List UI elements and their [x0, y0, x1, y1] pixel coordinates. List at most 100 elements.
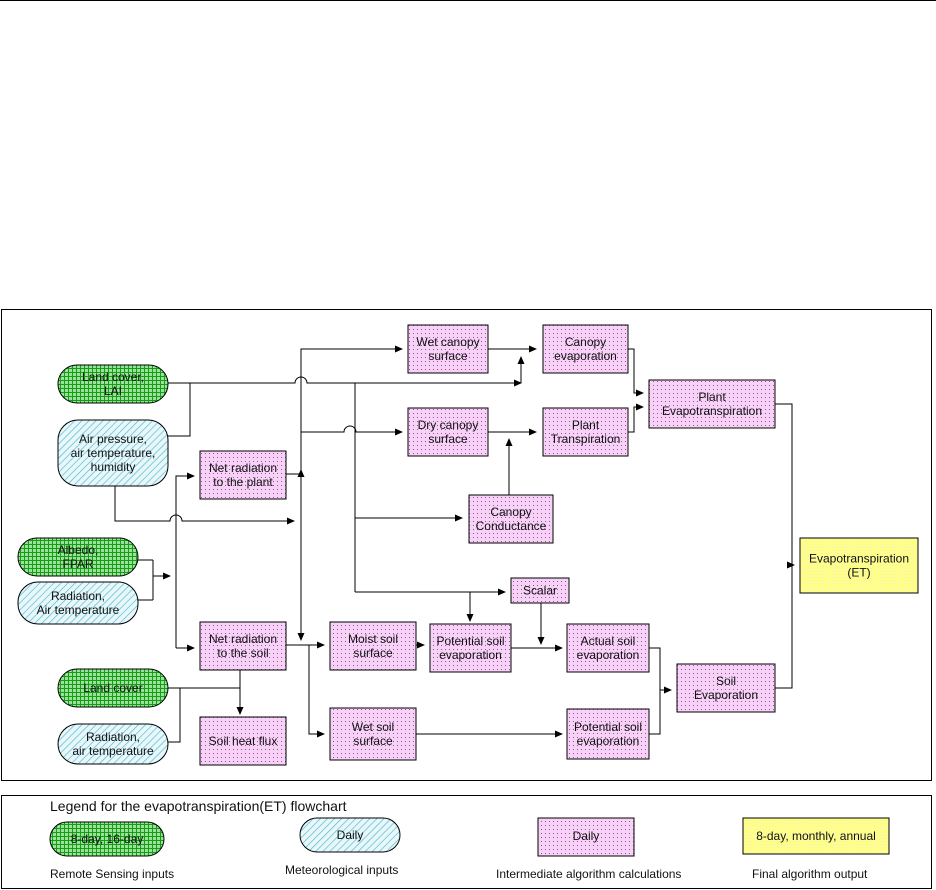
node-actual-soil-evap-label: Actual soil: [581, 634, 636, 648]
legend-sample-final-output-text: 8-day, monthly, annual: [756, 829, 876, 843]
node-dry-canopy-label: Dry canopy: [418, 418, 479, 432]
node-potential-soil-evap-upper-shape: [429, 623, 512, 673]
node-wet-canopy-label: surface: [428, 349, 468, 363]
node-land-cover-lai-label: LAI: [104, 384, 122, 398]
connectors: [114, 345, 795, 743]
legend-sample-intermediate: [537, 817, 635, 857]
legend-sample-meteorological-text: Daily: [337, 828, 364, 842]
node-soil-heat-flux-shape: [199, 716, 287, 766]
node-air-pressure-shape: [57, 419, 169, 487]
node-potential-soil-evap-upper-label: evaporation: [439, 648, 502, 662]
node-radiation-air-temp-lower-label: air temperature: [72, 744, 154, 758]
node-land-cover: Land cover: [57, 668, 169, 708]
node-plant-transpiration-shape: [542, 407, 629, 457]
legend-title: Legend for the evapotranspiration(ET) fl…: [50, 798, 347, 814]
node-albedo-label: FPAR: [62, 557, 93, 571]
node-radiation-air-temp-upper-label: Air temperature: [37, 603, 120, 617]
node-actual-soil-evap-label: evaporation: [577, 648, 640, 662]
node-radiation-air-temp-upper-label: Radiation,: [51, 589, 105, 603]
node-et-output-label: (ET): [847, 566, 870, 580]
node-et-output: Evapotranspiration(ET): [799, 537, 919, 594]
legend-caption-meteorological: Meteorological inputs: [285, 863, 398, 877]
node-wet-canopy-label: Wet canopy: [416, 335, 479, 349]
node-net-rad-plant-shape: [199, 450, 287, 500]
node-moist-soil-label: Moist soil: [348, 632, 398, 646]
node-soil-evap-label: Soil: [716, 674, 736, 688]
node-albedo-label: Albedo,: [58, 543, 99, 557]
node-canopy-conductance-shape: [468, 494, 554, 544]
node-plant-et-shape: [648, 379, 776, 429]
node-et-output-shape: [799, 537, 919, 594]
node-plant-et-label: Evapotranspiration: [662, 404, 762, 418]
node-canopy-conductance-label: Canopy: [490, 505, 531, 519]
node-air-pressure-label: air temperature,: [71, 446, 156, 460]
node-scalar: Scalar: [510, 577, 570, 604]
node-net-rad-plant-label: to the plant: [213, 475, 273, 489]
node-soil-evap-label: Evaporation: [694, 688, 758, 702]
node-albedo-shape: [17, 537, 139, 577]
node-wet-soil-label: surface: [353, 734, 393, 748]
node-air-pressure-label: humidity: [91, 460, 136, 474]
node-albedo: Albedo,FPAR: [17, 537, 139, 577]
node-potential-soil-evap-lower-label: evaporation: [577, 734, 640, 748]
node-moist-soil-shape: [329, 621, 417, 671]
node-wet-soil-label: Wet soil: [352, 720, 394, 734]
node-air-pressure: Air pressure,air temperature,humidity: [57, 419, 169, 487]
node-soil-heat-flux-label: Soil heat flux: [209, 734, 278, 748]
node-plant-transpiration-label: Transpiration: [551, 432, 621, 446]
node-net-rad-plant-label: Net radiation: [209, 461, 277, 475]
node-wet-canopy-shape: [407, 324, 489, 374]
legend-caption-intermediate: Intermediate algorithm calculations: [496, 867, 681, 881]
node-canopy-evap-shape: [542, 324, 629, 374]
node-land-cover-label: Land cover: [83, 681, 142, 695]
node-dry-canopy-label: surface: [428, 432, 468, 446]
node-soil-evap-shape: [676, 663, 776, 713]
node-scalar-shape: [510, 577, 570, 604]
node-net-rad-soil-shape: [199, 621, 287, 671]
node-actual-soil-evap-shape: [566, 623, 650, 673]
node-land-cover-lai-label: Land cover,: [82, 370, 144, 384]
node-net-rad-soil-label: Net radiation: [209, 632, 277, 646]
node-radiation-air-temp-lower-shape: [57, 723, 169, 765]
legend-sample-remote-sensing-text: 8-day, 16-day: [71, 832, 144, 846]
node-moist-soil-label: surface: [353, 646, 393, 660]
node-radiation-air-temp-upper-shape: [17, 581, 139, 625]
node-radiation-air-temp-lower: Radiation,air temperature: [57, 723, 169, 765]
legend-frame: [1, 795, 932, 889]
node-plant-et-label: Plant: [698, 390, 726, 404]
node-land-cover-shape: [57, 668, 169, 708]
legend-sample-meteorological: [299, 817, 401, 853]
node-dry-canopy-shape: [407, 407, 489, 457]
top-rule: [0, 0, 936, 1]
node-net-rad-soil-label: to the soil: [217, 646, 268, 660]
node-et-output-label: Evapotranspiration: [809, 552, 909, 566]
node-potential-soil-evap-lower-label: Potential soil: [574, 720, 642, 734]
node-radiation-air-temp-lower-label: Radiation,: [86, 730, 140, 744]
node-land-cover-lai-shape: [57, 364, 169, 404]
legend-sample-final-output: [742, 817, 890, 855]
legend-sample-intermediate-text: Daily: [573, 829, 600, 843]
node-plant-transpiration-label: Plant: [572, 418, 600, 432]
legend-sample-remote-sensing: [49, 821, 165, 857]
node-potential-soil-evap-lower-shape: [566, 708, 650, 760]
legend-caption-final-output: Final algorithm output: [752, 867, 868, 881]
node-potential-soil-evap-upper-label: Potential soil: [436, 634, 504, 648]
node-land-cover-lai: Land cover,LAI: [57, 364, 169, 404]
node-air-pressure-label: Air pressure,: [79, 432, 147, 446]
node-soil-heat-flux: Soil heat flux: [199, 716, 287, 766]
node-scalar-label: Scalar: [523, 584, 557, 598]
